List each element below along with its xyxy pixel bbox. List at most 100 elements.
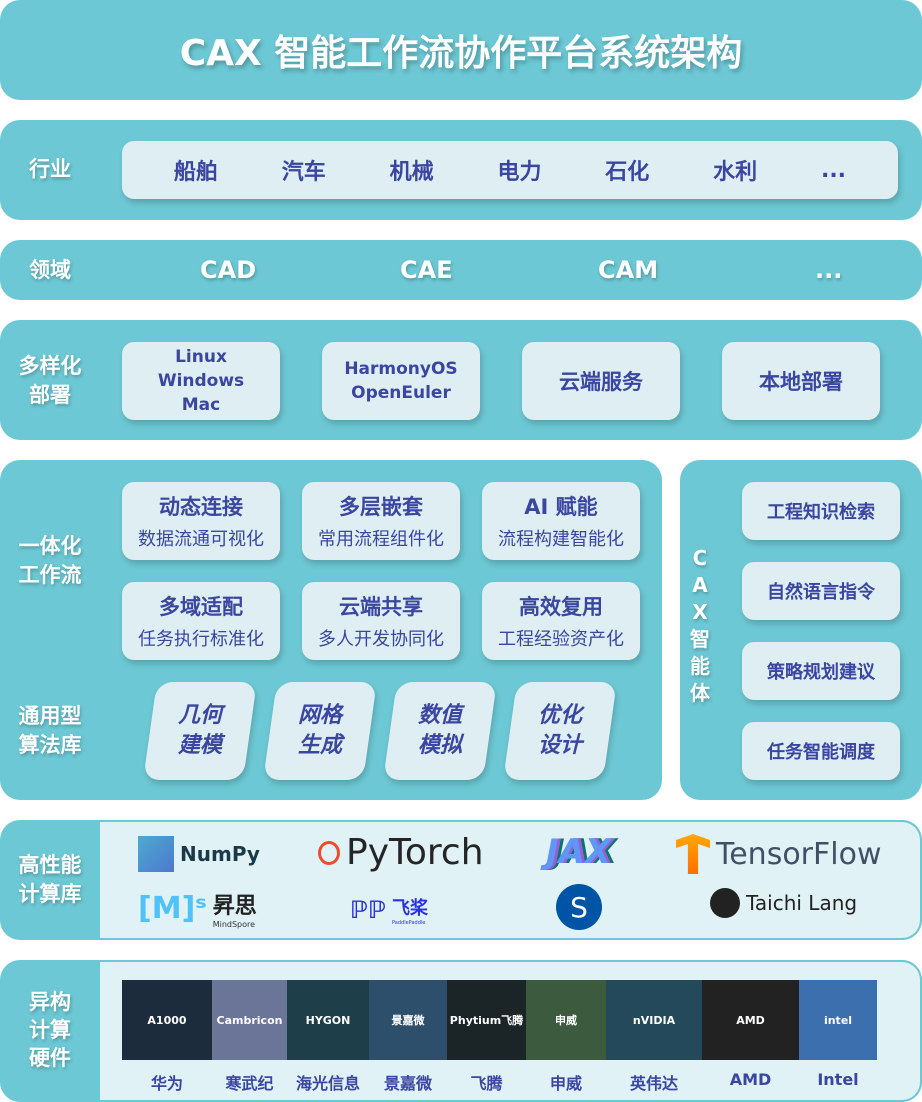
pytorch-text: PyTorch: [346, 832, 484, 873]
hardware-label-line: 硬件: [29, 1046, 71, 1070]
industry-item: 石化: [605, 160, 650, 185]
chip-image: HYGON: [287, 980, 369, 1060]
paddle-text: 飞桨: [392, 898, 428, 919]
chip-image: 景嘉微: [369, 980, 447, 1060]
algo-card: 优化设计: [503, 682, 617, 780]
workflow-card: 多域适配任务执行标准化: [122, 582, 280, 660]
domain-item: ...: [815, 256, 843, 284]
workflow-card: 多层嵌套常用流程组件化: [302, 482, 460, 560]
agent-label-char: 体: [690, 681, 710, 705]
algo-card: 网格生成: [263, 682, 377, 780]
chip-image: A1000: [122, 980, 212, 1060]
card-line: OpenEuler: [351, 383, 451, 403]
domain-row: [0, 240, 922, 300]
hardware-name: 景嘉微: [383, 1074, 432, 1093]
agent-label-char: 能: [690, 654, 710, 678]
algo-label-line: 算法库: [18, 733, 82, 757]
deploy-label-line: 多样化: [18, 354, 82, 378]
industry-list: 船舶 汽车 机械 电力 石化 水利 ...: [122, 141, 898, 199]
hardware-name: 寒武纪: [225, 1074, 274, 1093]
mindspore-subtext: MindSpore: [212, 920, 256, 929]
algo-card: 数值模拟: [383, 682, 497, 780]
workflow-card: 高效复用工程经验资产化: [482, 582, 640, 660]
card-line: 云端服务: [559, 370, 643, 394]
workflow-card: 动态连接数据流通可视化: [122, 482, 280, 560]
numpy-cube-icon: [138, 836, 174, 872]
card-line: HarmonyOS: [344, 359, 458, 379]
mindspore-text: 昇思: [212, 894, 257, 919]
tensorflow-icon: [676, 834, 710, 874]
workflow-card: 云端共享多人开发协同化: [302, 582, 460, 660]
workflow-card-subtitle: 数据流通可视化: [138, 529, 264, 550]
taichi-icon: [710, 888, 740, 918]
chip-label: Cambricon: [216, 1013, 283, 1027]
agent-label-char: 智: [690, 627, 710, 651]
industry-item: 汽车: [281, 160, 326, 185]
pytorch-flame-icon: [318, 840, 340, 865]
chip-label: 申威: [555, 1014, 577, 1027]
chip-image: Phytium飞腾: [447, 980, 526, 1060]
industry-item: 机械: [389, 160, 434, 185]
algo-line: 生成: [297, 733, 342, 758]
jax-logo: JAX: [546, 832, 611, 872]
hardware-label: 异构计算硬件: [12, 988, 88, 1072]
scipy-icon: S: [556, 884, 602, 930]
workflow-card-title: 多域适配: [159, 595, 243, 619]
hpc-label-line: 高性能: [18, 853, 82, 877]
jax-text: JAX: [546, 832, 612, 872]
hardware-label-line: 计算: [29, 1018, 71, 1042]
domain-item: CAD: [200, 256, 257, 284]
deploy-label-line: 部署: [29, 383, 71, 407]
hpc-label-line: 计算库: [18, 882, 82, 906]
industry-item: 水利: [713, 160, 758, 185]
algo-line: 几何: [177, 703, 222, 728]
paddle-subtext: PaddlePaddle: [392, 920, 426, 926]
card-line: Mac: [181, 395, 221, 415]
industry-item: ...: [820, 157, 847, 183]
tensorflow-text: TensorFlow: [716, 836, 882, 872]
chip-image: 申威: [526, 980, 606, 1060]
algo-line: 优化: [537, 703, 582, 728]
chip-image: intel: [799, 980, 877, 1060]
chip-label: intel: [823, 1013, 853, 1027]
hardware-label-line: 异构: [29, 990, 71, 1014]
chip-label: A1000: [147, 1013, 187, 1027]
chip-label: nVIDIA: [632, 1013, 676, 1027]
mindspore-bracket-icon: [M]ˢ: [138, 891, 207, 926]
domain-item: CAM: [598, 256, 659, 284]
algo-line: 模拟: [417, 733, 462, 758]
chip-label: HYGON: [305, 1013, 351, 1027]
hpc-label: 高性能计算库: [12, 851, 88, 909]
workflow-card-title: 动态连接: [159, 495, 243, 519]
industry-item: 船舶: [173, 160, 218, 185]
industry-item: 电力: [497, 160, 542, 185]
chip-image: Cambricon: [212, 980, 287, 1060]
hardware-name: 申威: [549, 1074, 582, 1093]
chip-label: 景嘉微: [391, 1014, 425, 1027]
taichi-text: Taichi Lang: [746, 891, 858, 915]
card-line: Windows: [157, 371, 245, 391]
workflow-card-subtitle: 任务执行标准化: [138, 629, 264, 650]
workflow-label: 一体化工作流: [12, 532, 88, 590]
agent-label-char: C: [692, 546, 708, 570]
deploy-card-local: 本地部署: [722, 342, 880, 420]
deploy-card-harmony: HarmonyOS OpenEuler: [322, 342, 480, 420]
hardware-name: Intel: [817, 1070, 859, 1089]
algo-line: 建模: [177, 733, 222, 758]
workflow-label-line: 一体化: [18, 534, 82, 558]
algo-line: 设计: [537, 733, 582, 758]
card-line: 本地部署: [759, 370, 843, 394]
scipy-logo: S: [556, 884, 602, 930]
taichi-logo: Taichi Lang: [710, 888, 857, 918]
workflow-card-title: 高效复用: [519, 595, 603, 619]
algo-label: 通用型算法库: [12, 702, 88, 760]
workflow-card-title: 多层嵌套: [339, 495, 423, 519]
chip-image: AMD: [702, 980, 799, 1060]
page-title: CAX 智能工作流协作平台系统架构: [0, 0, 922, 100]
agent-label-char: A: [692, 573, 708, 597]
